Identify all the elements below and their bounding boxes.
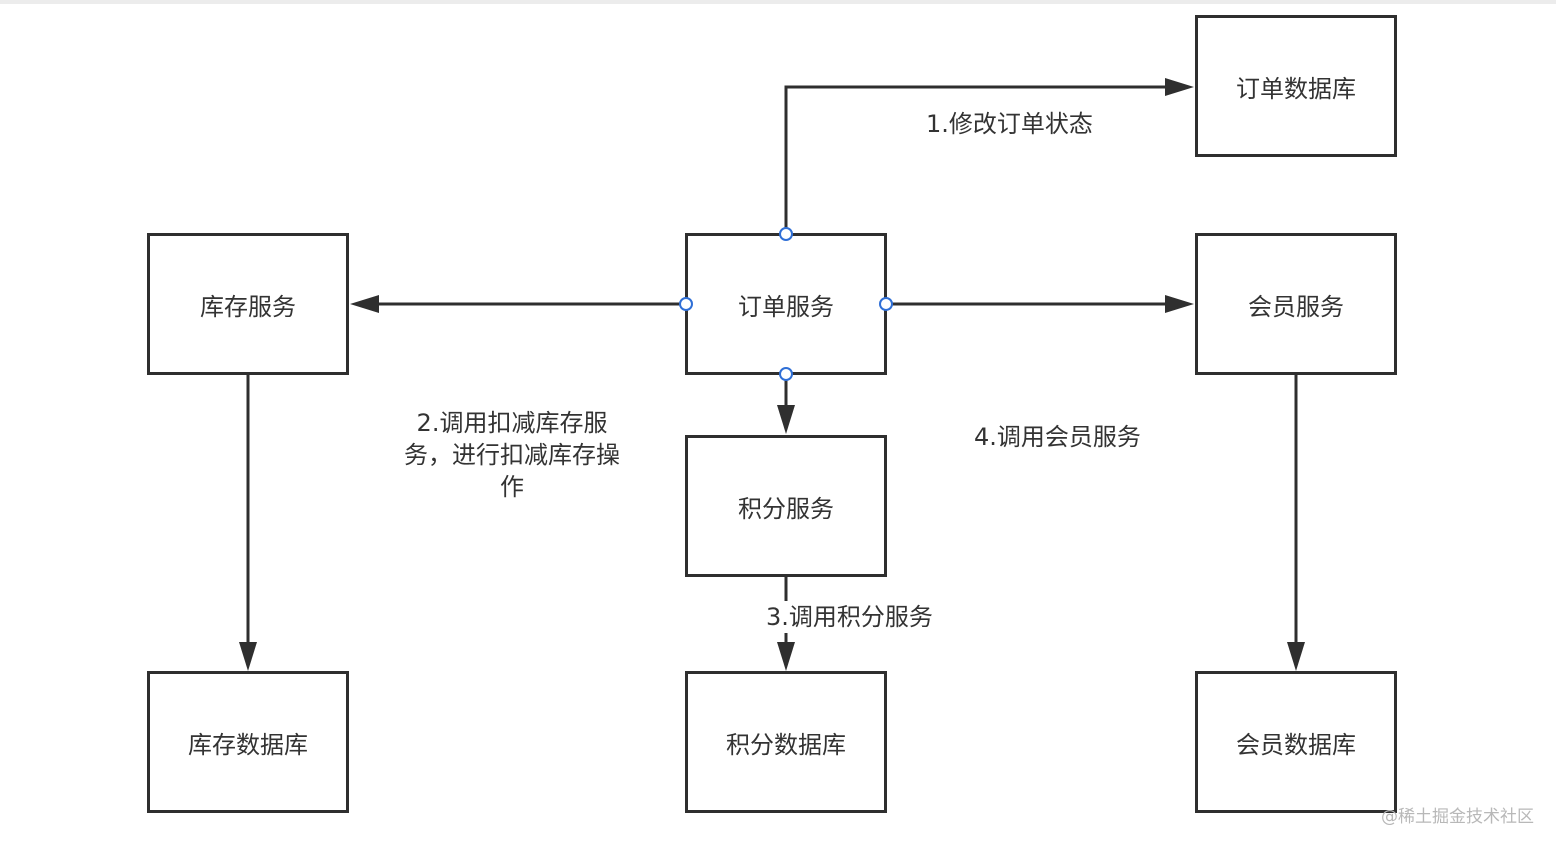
label-step2-line3: 作 xyxy=(500,473,524,501)
node-label: 库存数据库 xyxy=(188,730,308,759)
node-inventory-db: 库存数据库 xyxy=(147,671,349,813)
arrowhead-member xyxy=(1165,295,1194,313)
watermark: @稀土掘金技术社区 xyxy=(1381,807,1534,827)
connector-bottom xyxy=(779,367,793,381)
node-label: 订单数据库 xyxy=(1236,74,1356,103)
edge-order-to-order-db xyxy=(784,85,1178,234)
node-label: 订单服务 xyxy=(738,292,834,321)
arrowhead-points xyxy=(777,405,795,434)
node-label: 会员数据库 xyxy=(1236,730,1356,759)
node-label: 积分服务 xyxy=(738,494,834,523)
connector-left xyxy=(679,297,693,311)
node-points-service: 积分服务 xyxy=(685,435,887,577)
arrowhead-member-db xyxy=(1287,642,1305,671)
connector-top xyxy=(779,227,793,241)
arrowhead-inventory-db xyxy=(239,642,257,671)
node-label: 库存服务 xyxy=(200,292,296,321)
connector-right xyxy=(879,297,893,311)
top-border xyxy=(0,0,1556,4)
node-label: 积分数据库 xyxy=(726,730,846,759)
arrowhead-inventory xyxy=(350,295,379,313)
label-step2: 2.调用扣减库存服 务，进行扣减库存操 作 xyxy=(390,407,634,503)
label-step3: 3.调用积分服务 xyxy=(766,601,933,633)
node-label: 会员服务 xyxy=(1248,292,1344,321)
node-order-service: 订单服务 xyxy=(685,233,887,375)
label-step1: 1.修改订单状态 xyxy=(926,108,1093,140)
label-step2-line2: 务，进行扣减库存操 xyxy=(404,441,620,469)
node-member-db: 会员数据库 xyxy=(1195,671,1397,813)
arrowhead-points-db xyxy=(777,642,795,671)
node-order-db: 订单数据库 xyxy=(1195,15,1397,157)
node-inventory-service: 库存服务 xyxy=(147,233,349,375)
label-step2-line1: 2.调用扣减库存服 xyxy=(416,409,608,437)
arrowhead-order-db xyxy=(1165,78,1194,96)
node-member-service: 会员服务 xyxy=(1195,233,1397,375)
label-step4: 4.调用会员服务 xyxy=(974,421,1141,453)
node-points-db: 积分数据库 xyxy=(685,671,887,813)
